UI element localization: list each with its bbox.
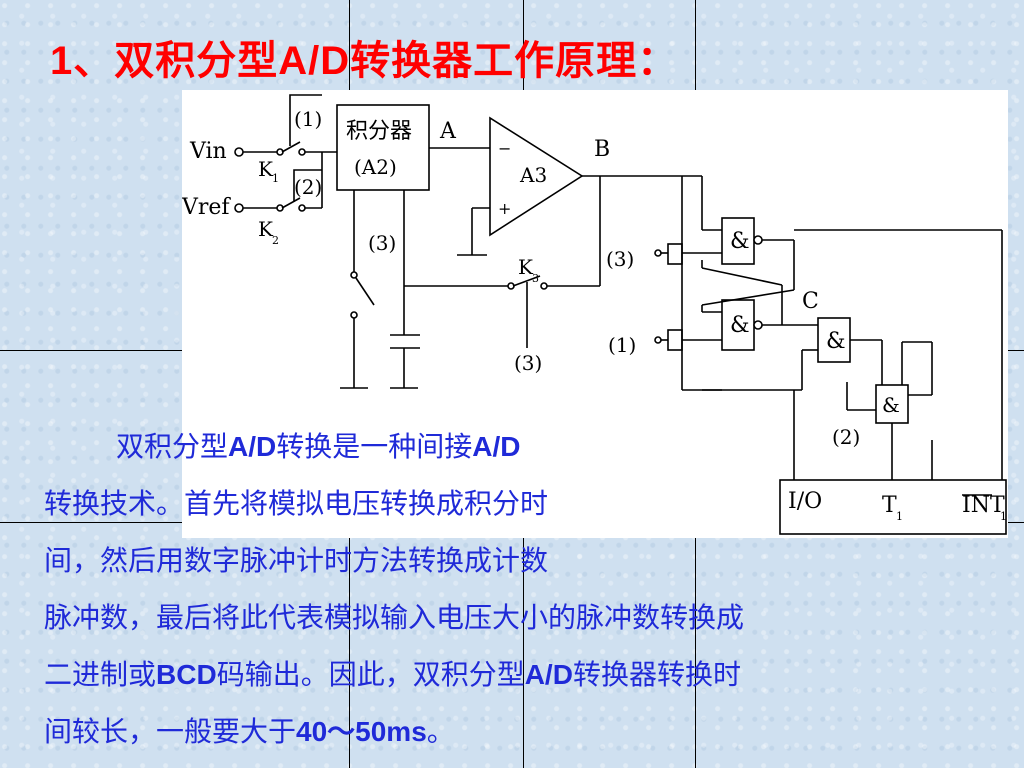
amp-plus: + — [498, 199, 511, 218]
label-sw3-upper: (3) — [368, 231, 396, 255]
title-number: 1 — [50, 39, 74, 83]
node-b: B — [594, 137, 610, 162]
label-k2-sub: 2 — [272, 234, 279, 247]
label-vref: Vref — [182, 195, 231, 220]
label-sw2: (2) — [294, 175, 322, 199]
label-sw1: (1) — [294, 107, 322, 131]
switch-k2 — [281, 197, 301, 209]
title-ad: A/D — [278, 39, 351, 83]
io-box — [779, 479, 1007, 535]
text-line-5: 二进制或BCD码输出。因此，双积分型A/D转换器转换时 — [44, 658, 741, 691]
text-line-2: 转换技术。首先将模拟电压转换成积分时 — [44, 487, 549, 520]
vin-terminal — [234, 147, 244, 157]
label-k1: K — [258, 157, 274, 181]
label-int: INT — [962, 493, 1005, 518]
gate-bottom-symbol: & — [882, 393, 900, 417]
vref-terminal — [234, 203, 244, 213]
switch-k1 — [281, 141, 301, 153]
label-k3-sub: 3 — [532, 272, 539, 285]
text-line-4: 脉冲数，最后将此代表模拟输入电压大小的脉冲数转换成 — [44, 601, 745, 634]
node-c: C — [802, 289, 819, 314]
label-int-sub: 1 — [1000, 510, 1007, 523]
diagram-background — [182, 90, 1008, 538]
description-text: 双积分型A/D转换是一种间接A/D 转换技术。首先将模拟电压转换成积分时 间，然… — [44, 418, 944, 760]
integrator-label: 积分器 — [346, 119, 412, 144]
text-line-3: 间，然后用数字脉冲计时方法转换成计数 — [44, 544, 549, 577]
comparator-a3 — [489, 116, 584, 237]
text-line-1: 双积分型A/D转换是一种间接A/D — [116, 430, 521, 463]
title-text1: 双积分型 — [114, 37, 279, 84]
buffer-3 — [667, 243, 683, 265]
title-text2: 转换器工作原理： — [350, 37, 679, 84]
page-title: 1、双积分型A/D转换器工作原理： — [50, 28, 678, 86]
label-t1-sub: 1 — [896, 510, 903, 523]
label-ctrl1: (1) — [608, 333, 636, 357]
gatec-symbol: & — [826, 329, 846, 354]
amp-label: A3 — [519, 163, 547, 187]
label-k3-ctrl: (3) — [514, 351, 542, 375]
gate1-symbol: & — [730, 229, 750, 254]
label-t1: T — [882, 493, 897, 518]
label-k1-sub: 1 — [272, 172, 279, 185]
circuit-diagram: Vin Vref K 1 K 2 (1) (2) (3) 积分器 (A2) A … — [182, 90, 1008, 538]
label-ctrl2: (2) — [832, 425, 860, 449]
switch-k3-discharge — [355, 277, 375, 306]
label-k3: K — [518, 255, 534, 279]
label-vin: Vin — [189, 139, 227, 164]
title-sep: 、 — [73, 37, 115, 84]
label-k2: K — [258, 217, 274, 241]
text-line-6: 间较长，一般要大于40～50ms。 — [44, 715, 455, 748]
amp-minus: − — [498, 139, 511, 158]
gate2-symbol: & — [730, 313, 750, 338]
label-io: I/O — [788, 489, 822, 514]
switch-k3 — [512, 275, 541, 287]
label-ctrl3: (3) — [606, 247, 634, 271]
integrator-sublabel: (A2) — [354, 155, 397, 179]
node-a: A — [439, 119, 457, 144]
